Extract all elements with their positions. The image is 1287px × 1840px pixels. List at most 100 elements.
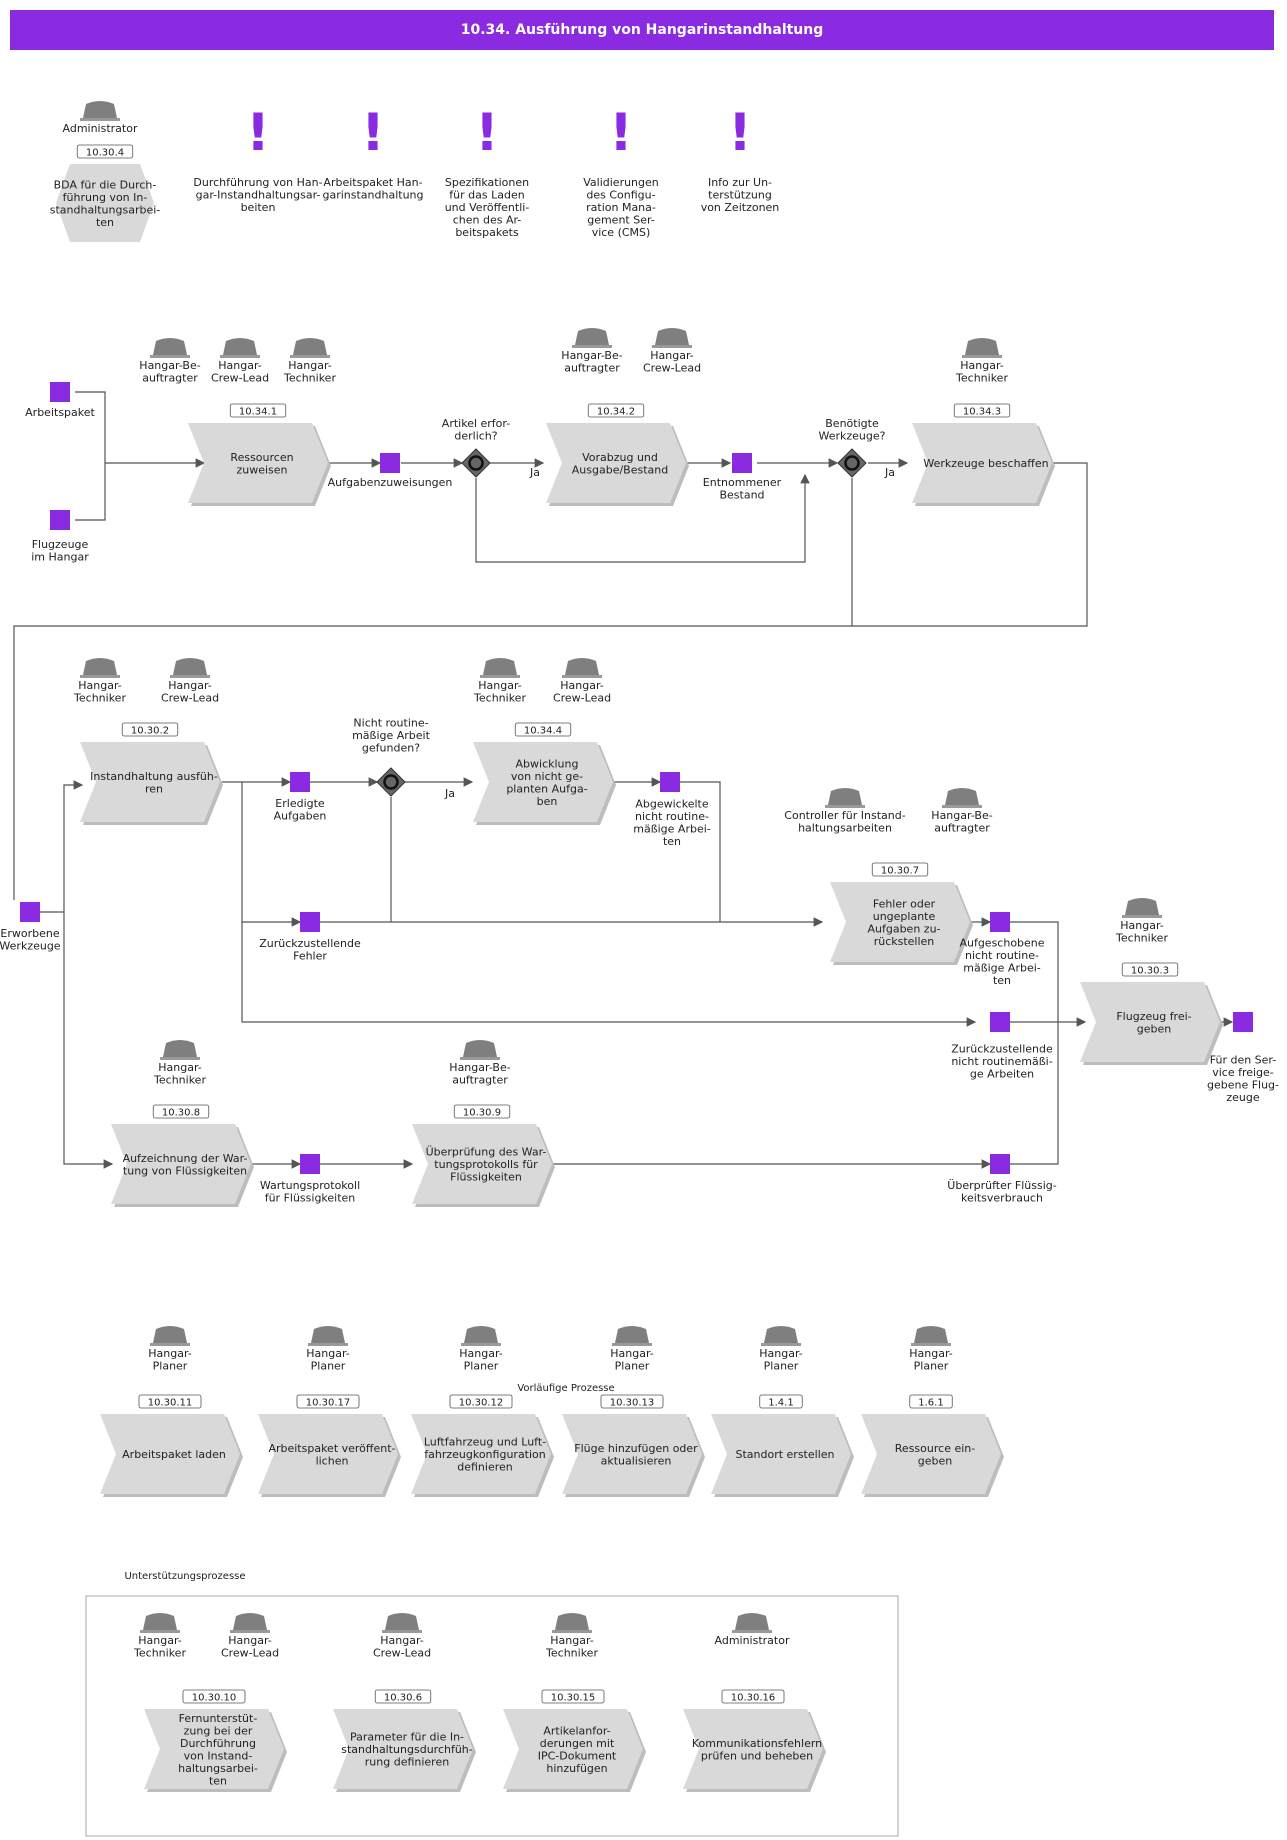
support-title: Unterstützungsprozesse bbox=[124, 1571, 245, 1582]
actor-administrator-icon-base bbox=[80, 118, 120, 121]
data-entnommener-bestand bbox=[732, 453, 752, 473]
actor-hangar-beauftragter-label: Hangar-Be-auftragter bbox=[139, 359, 200, 385]
connector bbox=[13, 478, 853, 900]
actor-hangar-crew-lead-label: Hangar-Crew-Lead bbox=[211, 359, 269, 385]
actor-hangar-techniker-2-label: Hangar-Techniker bbox=[955, 359, 1008, 385]
note-3-icon: ! bbox=[475, 103, 499, 163]
actor-hangar-beauftragter-icon-base bbox=[150, 355, 190, 358]
actor-hangar-planer-2-icon bbox=[311, 1326, 345, 1343]
actor-administrator-2-icon-base bbox=[732, 1630, 772, 1633]
gateway-artikel-or bbox=[468, 455, 484, 471]
note-4-icon: ! bbox=[609, 103, 633, 163]
note-2-icon: ! bbox=[361, 103, 385, 163]
actor-hangar-beauftragter-icon bbox=[153, 338, 187, 355]
actor-hangar-crew-lead-2-icon-base bbox=[652, 345, 692, 348]
actor-hangar-planer-6-label: Hangar-Planer bbox=[909, 1347, 953, 1373]
actor-hangar-beauftragter-2-icon bbox=[575, 328, 609, 345]
connector bbox=[852, 462, 1088, 627]
support-process-1 bbox=[144, 1709, 284, 1789]
connector bbox=[63, 912, 114, 1169]
process-freigeben-code: 10.30.3 bbox=[1131, 966, 1169, 977]
preliminary-process-6 bbox=[861, 1414, 1001, 1494]
process-aufzeichnung-label: Aufzeichnung der War-tung von Flüssigkei… bbox=[123, 1152, 248, 1178]
actor-administrator-2-label: Administrator bbox=[715, 1634, 790, 1647]
process-abwicklung-code: 10.34.4 bbox=[524, 726, 562, 737]
data-protokoll bbox=[300, 1154, 320, 1174]
actor-controller-label: Controller für Instand-haltungsarbeiten bbox=[784, 809, 905, 835]
process-werkzeuge bbox=[912, 423, 1052, 503]
actor-hangar-techniker-7-icon bbox=[143, 1613, 177, 1630]
actor-hangar-crew-lead-4-icon-base bbox=[562, 675, 602, 678]
actor-hangar-crew-lead-3-icon-base bbox=[170, 675, 210, 678]
actor-hangar-techniker-5-icon bbox=[1125, 898, 1159, 915]
data-freigegeben-label: Für den Ser-vice freige-gebene Flug-zeug… bbox=[1207, 1053, 1279, 1104]
process-ressourcen-code: 10.34.1 bbox=[239, 407, 277, 418]
data-erledigte-aufgaben bbox=[290, 772, 310, 792]
actor-controller-icon bbox=[828, 788, 862, 805]
support-process-3-code-box bbox=[541, 1689, 605, 1704]
actor-hangar-techniker-4-icon bbox=[483, 658, 517, 675]
preliminary-process-2-code: 10.30.17 bbox=[306, 1398, 351, 1409]
process-aufzeichnung-code: 10.30.8 bbox=[162, 1108, 200, 1119]
process-ueberpruefung-code-box bbox=[453, 1104, 511, 1119]
preliminary-process-5-label: Standort erstellen bbox=[735, 1448, 834, 1461]
process-instandhaltung-code: 10.30.2 bbox=[131, 726, 169, 737]
process-bda-code: 10.30.4 bbox=[86, 148, 124, 159]
process-aufzeichnung-code-box bbox=[152, 1104, 210, 1119]
actor-hangar-techniker-3-icon-base bbox=[80, 675, 120, 678]
data-aufgabenzuweisungen bbox=[380, 453, 400, 473]
process-ueberpruefung bbox=[412, 1124, 552, 1204]
actor-hangar-techniker-4-icon-base bbox=[480, 675, 520, 678]
actor-hangar-techniker-3-icon bbox=[83, 658, 117, 675]
actor-hangar-crew-lead-5-icon-base bbox=[230, 1630, 270, 1633]
actor-hangar-planer-6-icon-base bbox=[911, 1343, 951, 1346]
actor-hangar-techniker-5-label: Hangar-Techniker bbox=[1115, 919, 1168, 945]
actor-hangar-beauftragter-3-label: Hangar-Be-auftragter bbox=[931, 809, 992, 835]
preliminary-process-1-code-box bbox=[138, 1394, 202, 1409]
actor-administrator-icon bbox=[83, 101, 117, 118]
support-frame bbox=[85, 1595, 899, 1837]
actor-hangar-planer-2-icon-base bbox=[308, 1343, 348, 1346]
actor-hangar-planer-5-label: Hangar-Planer bbox=[759, 1347, 803, 1373]
actor-hangar-techniker-7-label: Hangar-Techniker bbox=[133, 1634, 186, 1660]
actor-hangar-techniker-2-icon bbox=[965, 338, 999, 355]
preliminary-process-2-code-box bbox=[296, 1394, 360, 1409]
actor-hangar-planer-3-icon bbox=[464, 1326, 498, 1343]
data-freigegeben bbox=[1233, 1012, 1253, 1032]
process-abwicklung bbox=[473, 742, 613, 822]
process-abwicklung-code-box bbox=[514, 722, 572, 737]
connector bbox=[40, 780, 84, 913]
actor-hangar-techniker-6-icon-base bbox=[160, 1057, 200, 1060]
process-instandhaltung-code-box bbox=[121, 722, 179, 737]
process-ueberpruefung-code: 10.30.9 bbox=[463, 1108, 501, 1119]
connector bbox=[475, 473, 810, 563]
data-aufgabenzuweisungen-label: Aufgabenzuweisungen bbox=[328, 476, 453, 489]
process-werkzeuge-code-box bbox=[953, 403, 1011, 418]
actor-hangar-techniker-3-label: Hangar-Techniker bbox=[73, 679, 126, 705]
data-zurueck-arbeiten bbox=[990, 1012, 1010, 1032]
preliminary-process-2 bbox=[258, 1414, 398, 1494]
preliminary-process-4 bbox=[562, 1414, 702, 1494]
actor-hangar-beauftragter-2-label: Hangar-Be-auftragter bbox=[561, 349, 622, 375]
support-process-3 bbox=[503, 1709, 643, 1789]
actor-hangar-crew-lead-4-label: Hangar-Crew-Lead bbox=[553, 679, 611, 705]
data-flugzeuge bbox=[50, 510, 70, 530]
actor-hangar-crew-lead-6-icon bbox=[385, 1613, 419, 1630]
connector bbox=[1010, 1022, 1059, 1165]
data-arbeitspaket-label: Arbeitspaket bbox=[25, 406, 95, 419]
page-title: 10.34. Ausführung von Hangarinstandhaltu… bbox=[10, 10, 1274, 50]
process-bda bbox=[56, 164, 154, 242]
actor-hangar-beauftragter-3-icon bbox=[945, 788, 979, 805]
actor-hangar-planer-2-label: Hangar-Planer bbox=[306, 1347, 350, 1373]
actor-hangar-crew-lead-icon bbox=[223, 338, 257, 355]
actor-administrator-label: Administrator bbox=[63, 122, 138, 135]
